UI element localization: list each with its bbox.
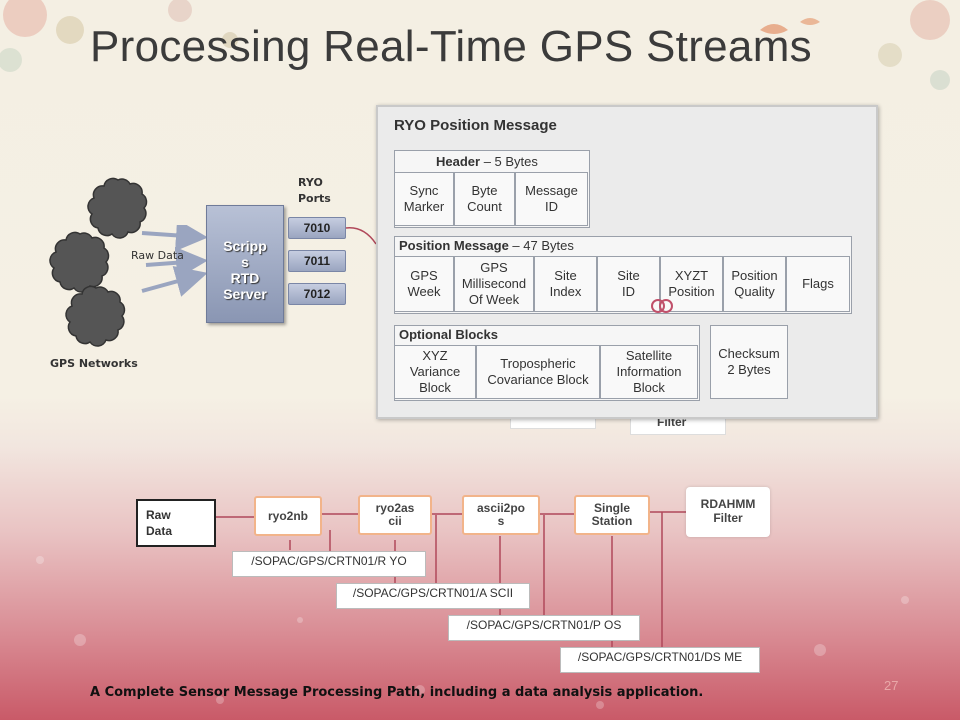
filter-ryo2nb: ryo2nb	[254, 496, 322, 536]
port-7011: 7011	[288, 250, 346, 272]
header-field-byte-count: Byte Count	[454, 172, 515, 226]
port-7010: 7010	[288, 217, 346, 239]
raw-data-label: Raw Data	[131, 249, 184, 262]
optional-group-title: Optional Blocks	[399, 327, 498, 342]
optional-field-satellite: Satellite Information Block	[600, 345, 698, 399]
header-field-message-id: Message ID	[515, 172, 588, 226]
position-size: – 47 Bytes	[508, 238, 574, 253]
gps-network-cloud-2	[49, 231, 110, 293]
topic-pos: /SOPAC/GPS/CRTN01/P OS	[448, 615, 640, 641]
filter-single-station: Single Station	[574, 495, 650, 535]
position-field-gps-ms: GPS Millisecond Of Week	[454, 256, 534, 312]
position-field-quality: Position Quality	[723, 256, 786, 312]
position-field-site-id: Site ID	[597, 256, 660, 312]
position-field-gps-week: GPS Week	[394, 256, 454, 312]
filter-ascii2pos: ascii2po s	[462, 495, 540, 535]
topic-ascii-text: /SOPAC/GPS/CRTN01/A SCII	[352, 586, 514, 600]
topic-dsme: /SOPAC/GPS/CRTN01/DS ME	[560, 647, 760, 673]
link-rings	[651, 299, 673, 313]
gps-networks-label: GPS Networks	[50, 357, 138, 370]
port-connector	[345, 227, 377, 245]
port-7012: 7012	[288, 283, 346, 305]
rtd-server: Scripp s RTD Server	[206, 205, 284, 323]
topic-pos-text: /SOPAC/GPS/CRTN01/P OS	[466, 618, 622, 632]
optional-field-tropospheric: Tropospheric Covariance Block	[476, 345, 600, 399]
caption: A Complete Sensor Message Processing Pat…	[90, 685, 704, 700]
topic-ryo-text: /SOPAC/GPS/CRTN01/R YO	[251, 554, 407, 568]
position-field-xyzt: XYZT Position	[660, 256, 723, 312]
gps-network-cloud-3	[65, 285, 126, 347]
filter-rdahmm: RDAHMM Filter	[686, 487, 770, 537]
page-number: 27	[884, 678, 899, 693]
topic-ryo: /SOPAC/GPS/CRTN01/R YO	[232, 551, 426, 577]
position-field-flags: Flags	[786, 256, 850, 312]
slide-title: Processing Real-Time GPS Streams	[90, 22, 812, 71]
topic-dsme-text: /SOPAC/GPS/CRTN01/DS ME	[577, 650, 743, 664]
position-group-title: Position Message – 47 Bytes	[399, 238, 574, 253]
ryo-message-title: RYO Position Message	[394, 117, 557, 134]
header-group-title: Header – 5 Bytes	[436, 154, 538, 169]
topic-ascii: /SOPAC/GPS/CRTN01/A SCII	[336, 583, 530, 609]
gps-network-cloud-1	[87, 177, 148, 239]
optional-field-xyz-variance: XYZ Variance Block	[394, 345, 476, 399]
position-title: Position Message	[399, 238, 509, 253]
rtd-server-label: Scripp s RTD Server	[223, 238, 267, 302]
header-size: – 5 Bytes	[480, 154, 538, 169]
position-field-site-index: Site Index	[534, 256, 597, 312]
raw-data-arrows	[141, 225, 208, 297]
header-title: Header	[436, 154, 481, 169]
header-field-sync-marker: Sync Marker	[394, 172, 454, 226]
raw-data-box: Raw Data	[136, 499, 216, 547]
filter-ryo2ascii: ryo2as cii	[358, 495, 432, 535]
checksum-block: Checksum 2 Bytes	[710, 325, 788, 399]
ryo-ports-label: RYO Ports	[298, 176, 331, 205]
